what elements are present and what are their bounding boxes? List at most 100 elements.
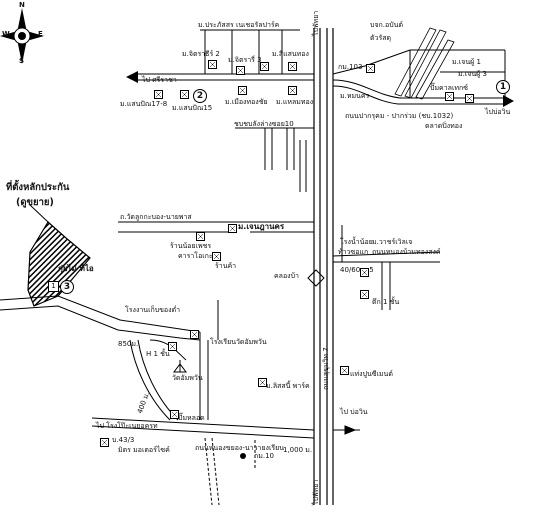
label-jen-pa-nakorn: ม.เจนฎานคร (238, 222, 285, 231)
label-warehouse: โรงงานเก็บของต่ำ (125, 306, 181, 314)
compass-west: W (2, 30, 10, 38)
building-icon (360, 290, 369, 299)
road-1032 (332, 79, 514, 107)
building-icon (168, 342, 177, 351)
label-moo-wat: ม.วาชร์เวิลเจ (372, 238, 413, 246)
compass-south: S (19, 57, 25, 65)
pin-marker (307, 269, 325, 287)
road-east-middle (332, 225, 441, 310)
site-title: ที่ตั้งหลักประกัน (6, 182, 70, 193)
label-see-phenthong: ม.สี่แสนทอง (272, 50, 309, 58)
label-moo-liam: ม.ลิสสนี้ พาร์ค (266, 382, 310, 390)
building-icon (238, 86, 247, 95)
label-to-bowin-bottom: ไป บ่อวิน (340, 408, 368, 416)
label-soi-40: 40/60 ม.5 (340, 266, 374, 274)
wat-symbol (173, 360, 187, 373)
label-road-wat-yan: ถ.วัดลูกกะบอง-นายพาส (120, 213, 192, 221)
label-mahanakorn: ม.หมนคร (340, 92, 370, 100)
building-icon (180, 90, 189, 99)
label-road-pong: ไป โรงโป๊ะเนยอครท (96, 422, 158, 430)
building-icon (340, 366, 349, 375)
label-cement: แท่งปูนซีเมนต์ (350, 370, 393, 378)
compass-north: N (19, 1, 25, 9)
label-haem-thong: ม.แหลมทอง (276, 98, 314, 106)
road-lower-left (0, 295, 219, 420)
building-icon (360, 268, 369, 277)
road-wat-yan (118, 221, 314, 233)
label-tha-wat: ท้าวซอแก (338, 248, 369, 256)
building-icon (288, 86, 297, 95)
site-box-marker: 1 (48, 281, 59, 292)
road-to-sriracha (126, 65, 366, 83)
main-highway (313, 28, 334, 505)
label-moo-motor: มิตร มอเตอร์ไซค์ (118, 446, 170, 454)
label-karaoke: คาราโอเกะ (178, 252, 213, 260)
km10-marker (240, 453, 246, 459)
label-muang-thong: ม.เมืองทองชัย (225, 98, 268, 106)
label-saen-pilai-15: ม.แสนปัณ15 (172, 104, 213, 112)
marker-2: 2 (193, 89, 207, 103)
label-school: โรงนํ้าน้อย (340, 238, 373, 246)
top-streets (200, 29, 300, 74)
label-saen-pilai: ม.แสนปัณ17-8 (120, 100, 168, 108)
building-icon (190, 330, 199, 339)
label-to-sriracha: ไป ศรีราชา (142, 76, 177, 84)
label-bj: บจก.อบันต์ (370, 21, 403, 29)
label-dist-850: 850ม. (118, 340, 139, 348)
middle-streets (235, 127, 314, 192)
label-highway-south: ไปพัทยา (312, 479, 320, 505)
label-chit-ra-2: ม.จิตราธีร์ 2 (182, 50, 220, 58)
building-icon (445, 92, 454, 101)
building-icon (258, 378, 267, 387)
label-highway-middle: ถนนสุขุมวิท 7 (322, 347, 330, 390)
label-school-2: โรงเรียนวัดอัมพวัน (210, 338, 267, 346)
dashed-roads (204, 437, 256, 506)
site-number-marker: 3 (60, 280, 74, 294)
label-dist-1000: 1,000 ม. (283, 446, 313, 454)
building-icon (366, 64, 375, 73)
label-tua-rod: ตัวรัสดุ (370, 34, 392, 42)
label-road-1032: ถนนปากรุคม - ปากร่วม (ชบ.1032) (345, 112, 454, 120)
building-icon (170, 410, 179, 419)
site-subtitle: (ดูขยาย) (16, 197, 54, 208)
label-shop-gem: ร้านน้อยเพชร (170, 242, 212, 250)
road-bottom (91, 417, 360, 439)
label-to-bowin-top: ไปบ่อวิน (485, 108, 511, 116)
label-house-1: ตึก 1 ชั้น (372, 298, 400, 306)
building-icon (100, 438, 109, 447)
label-moo3: ม.เจนผู้ 3 (458, 70, 487, 78)
building-icon (208, 60, 217, 69)
building-icon (288, 62, 297, 71)
building-icon (154, 90, 163, 99)
compass-rose (0, 8, 44, 64)
label-km10: กม.10 (254, 452, 274, 460)
building-icon (212, 252, 221, 261)
label-pump: ปั๊มคาลเทกซ์ (430, 84, 468, 92)
label-cholburi-alley: ชบชบลังล่างซอย10 (234, 120, 294, 128)
label-moo1: ม.เจนผู้ 1 (452, 58, 481, 66)
site-parcel (27, 221, 91, 307)
site-name: กุ่ยไม่ ทีไอ (58, 264, 94, 273)
building-icon (236, 66, 245, 75)
site-leader (29, 204, 49, 223)
label-shop: ร้านค้า (215, 262, 237, 270)
label-road-nongyai: ถนนหนองบ้านทองสงค์ (372, 248, 441, 256)
compass-east: E (38, 30, 43, 38)
label-prasatsorn: ม.ประภัสสร เนเชอรัลปาร์ค (198, 21, 280, 29)
label-chit-ra-3: ม.จิตรารี่ 3 (228, 56, 262, 64)
building-icon (228, 224, 237, 233)
label-khlong: คลองบ้า (274, 272, 299, 280)
label-km103: กม.103 (338, 63, 363, 71)
label-market: ตลาดปิ่งทอง (425, 122, 463, 130)
label-road-south: ถนนหนองขยอง-นาวายงเรียน (195, 444, 285, 452)
building-icon (196, 232, 205, 241)
label-highway-north: ไปพัทยา (312, 10, 320, 36)
label-wat: วัดอัมพวัน (172, 374, 203, 382)
building-icon (260, 62, 269, 71)
housing-blocks (394, 27, 455, 100)
building-icon (465, 94, 474, 103)
label-pump-2: ปั๊มหลอด (178, 414, 205, 422)
label-moo-43: บ.43/3 (112, 436, 135, 444)
marker-1: 1 (496, 80, 510, 94)
